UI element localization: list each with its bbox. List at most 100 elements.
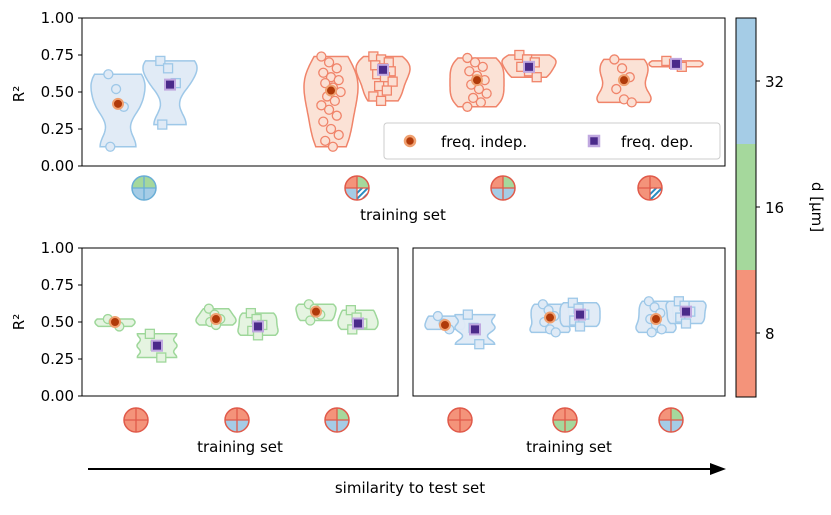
- mean-freq-dep: [469, 323, 481, 336]
- point-freq-indep: [550, 327, 561, 338]
- training-set-icon: [224, 407, 250, 433]
- top-xlabel: training set: [360, 206, 446, 224]
- mean-freq-dep: [352, 317, 364, 330]
- y-tick-label: 0.00: [41, 157, 74, 175]
- point-freq-dep: [387, 76, 398, 87]
- bottom-right-axes-frame: [412, 247, 726, 397]
- bottom-left-ylabel: R²: [10, 314, 28, 330]
- point-freq-indep: [432, 310, 444, 322]
- point-freq-dep: [574, 321, 586, 332]
- mean-freq-indep: [112, 97, 124, 110]
- colorbar: 32 16 8 d [μm]: [735, 17, 826, 398]
- mean-freq-indep: [109, 316, 121, 328]
- colorbar-label: d [μm]: [808, 182, 826, 232]
- point-freq-dep: [345, 305, 357, 316]
- y-tick-label: 0.75: [41, 46, 74, 64]
- bottom-right-panel: training set: [412, 247, 726, 456]
- bottom-left-xlabel: training set: [197, 438, 283, 456]
- point-freq-indep: [316, 51, 327, 62]
- point-freq-dep: [144, 328, 156, 339]
- point-freq-indep: [329, 95, 341, 107]
- y-tick-label: 0.25: [41, 350, 74, 368]
- y-tick-label: 0.50: [41, 313, 74, 331]
- bottom-right-xlabel: training set: [526, 438, 612, 456]
- point-freq-dep: [381, 85, 393, 96]
- bottom-left-training-set-icons: [123, 407, 350, 433]
- point-freq-dep: [462, 309, 474, 320]
- legend-dep-label: freq. dep.: [621, 133, 693, 151]
- legend-box: [383, 122, 721, 160]
- point-freq-indep: [481, 88, 492, 99]
- top-training-set-icons: [131, 175, 663, 201]
- y-tick-label: 0.50: [41, 83, 74, 101]
- point-freq-indep: [327, 141, 339, 152]
- y-tick-label: 0.25: [41, 120, 74, 138]
- point-freq-dep: [680, 318, 692, 329]
- training-set-icon: [123, 407, 149, 433]
- mean-freq-dep: [574, 308, 586, 321]
- arrow-head: [710, 463, 726, 475]
- point-freq-indep: [305, 315, 316, 326]
- mean-freq-indep: [544, 311, 556, 324]
- point-freq-indep: [656, 324, 667, 335]
- bottom-left-y-ticks: 0.000.250.500.751.00: [41, 239, 82, 405]
- mean-freq-indep: [650, 313, 662, 326]
- point-freq-indep: [475, 97, 487, 108]
- mean-freq-dep: [523, 60, 535, 73]
- mean-freq-dep: [164, 78, 176, 91]
- point-freq-dep: [567, 297, 579, 308]
- point-freq-indep: [462, 52, 473, 64]
- point-freq-indep: [469, 57, 481, 68]
- top-panel: 0.000.250.500.751.00 R² freq. indep. fre…: [10, 9, 726, 224]
- colorbar-tick-8: 8: [765, 325, 775, 343]
- point-freq-dep: [531, 72, 542, 83]
- y-tick-label: 1.00: [41, 239, 74, 257]
- point-freq-indep: [609, 54, 620, 65]
- point-freq-indep: [323, 104, 335, 115]
- point-freq-dep: [474, 339, 485, 350]
- training-set-icon: [344, 175, 370, 201]
- point-freq-dep: [156, 352, 167, 363]
- point-freq-dep: [157, 119, 168, 130]
- point-freq-indep: [626, 97, 637, 108]
- point-freq-dep: [162, 63, 174, 74]
- training-set-icon: [658, 407, 684, 433]
- training-set-icon: [552, 407, 578, 433]
- training-set-icon: [324, 407, 350, 433]
- legend-indep-label: freq. indep.: [441, 133, 527, 151]
- top-y-ticks: 0.00 0.25 0.50 0.75 1.00: [41, 9, 82, 175]
- training-set-icon: [490, 175, 516, 201]
- colorbar-segment-16: [736, 144, 756, 270]
- point-freq-indep: [464, 66, 475, 77]
- point-freq-indep: [331, 110, 342, 121]
- arrow-label: similarity to test set: [335, 479, 485, 497]
- mean-freq-indep: [471, 74, 483, 87]
- point-freq-indep: [611, 83, 622, 95]
- violin-freq-indep: [90, 73, 146, 148]
- y-tick-label: 1.00: [41, 9, 74, 27]
- mean-freq-indep: [618, 74, 630, 87]
- point-freq-dep: [375, 95, 387, 107]
- point-freq-dep: [155, 55, 166, 67]
- mean-freq-indep: [439, 318, 451, 331]
- mean-freq-dep: [680, 305, 692, 318]
- point-freq-indep: [316, 100, 327, 111]
- point-freq-indep: [320, 135, 331, 146]
- mean-freq-dep: [151, 339, 163, 352]
- point-freq-indep: [646, 327, 657, 338]
- violin-freq-dep: [142, 60, 198, 126]
- point-freq-indep: [333, 129, 344, 141]
- bottom-left-plot-area: [94, 299, 379, 363]
- training-set-icon: [447, 407, 473, 433]
- legend: freq. indep. freq. dep.: [383, 122, 721, 160]
- colorbar-tick-32: 32: [765, 73, 784, 91]
- legend-dep-marker: [587, 134, 601, 148]
- top-plot-area: [90, 49, 704, 152]
- mean-freq-dep: [670, 57, 682, 70]
- y-tick-label: 0.75: [41, 276, 74, 294]
- mean-freq-indep: [310, 305, 322, 318]
- colorbar-segment-8: [736, 270, 756, 397]
- bottom-right-plot-area: [424, 296, 707, 350]
- point-freq-indep: [467, 92, 479, 104]
- point-freq-indep: [325, 123, 337, 135]
